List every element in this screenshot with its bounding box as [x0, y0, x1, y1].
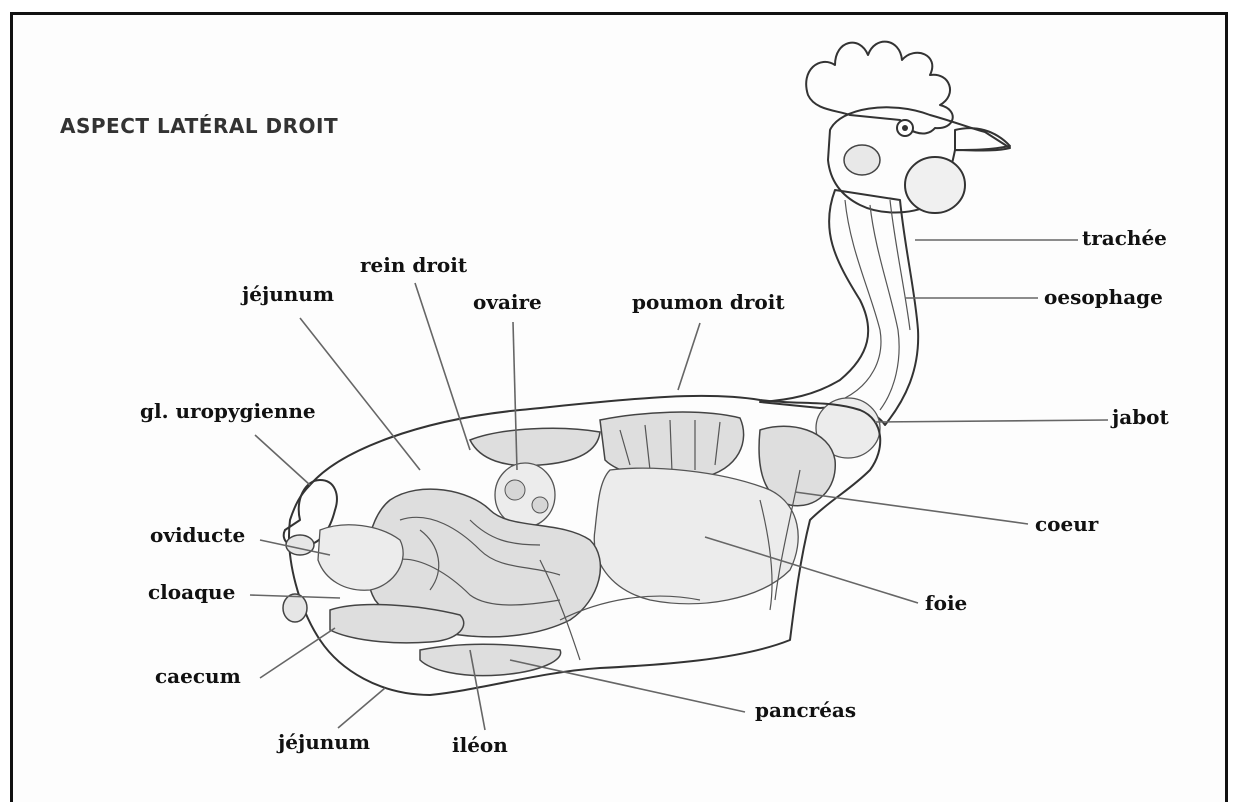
oviduct — [318, 525, 403, 590]
label-ileon: iléon — [452, 733, 508, 757]
leader-jabot — [875, 420, 1108, 422]
label-trachee: trachée — [1082, 226, 1167, 250]
label-pancreas: pancréas — [755, 698, 856, 722]
leader-rein-droit — [415, 283, 470, 450]
leader-coeur — [795, 492, 1028, 524]
leader-gl-uropygienne — [255, 435, 310, 485]
label-jabot: jabot — [1112, 405, 1169, 429]
label-poumon-droit: poumon droit — [632, 290, 785, 314]
label-jejunum-bottom: jéjunum — [278, 730, 370, 754]
leader-jejunum-top — [300, 318, 420, 470]
label-caecum: caecum — [155, 664, 241, 688]
wattle — [905, 157, 965, 213]
label-jejunum-top: jéjunum — [242, 282, 334, 306]
label-coeur: coeur — [1035, 512, 1098, 536]
ovary — [495, 463, 555, 527]
label-oviducte: oviducte — [150, 523, 245, 547]
label-ovaire: ovaire — [473, 290, 542, 314]
kidney — [470, 428, 600, 465]
label-oesophage: oesophage — [1044, 285, 1163, 309]
comb — [806, 42, 953, 134]
ileum-pancreas — [420, 644, 561, 675]
label-rein-droit: rein droit — [360, 253, 467, 277]
label-gl-uropygienne: gl. uropygienne — [140, 399, 316, 423]
leader-poumon-droit — [678, 323, 700, 390]
leader-caecum — [260, 628, 335, 678]
leader-jejunum-bottom — [338, 688, 385, 728]
diagram-title: ASPECT LATÉRAL DROIT — [60, 114, 338, 138]
leader-pancreas — [510, 660, 745, 712]
label-foie: foie — [925, 591, 967, 615]
label-cloaque: cloaque — [148, 580, 235, 604]
